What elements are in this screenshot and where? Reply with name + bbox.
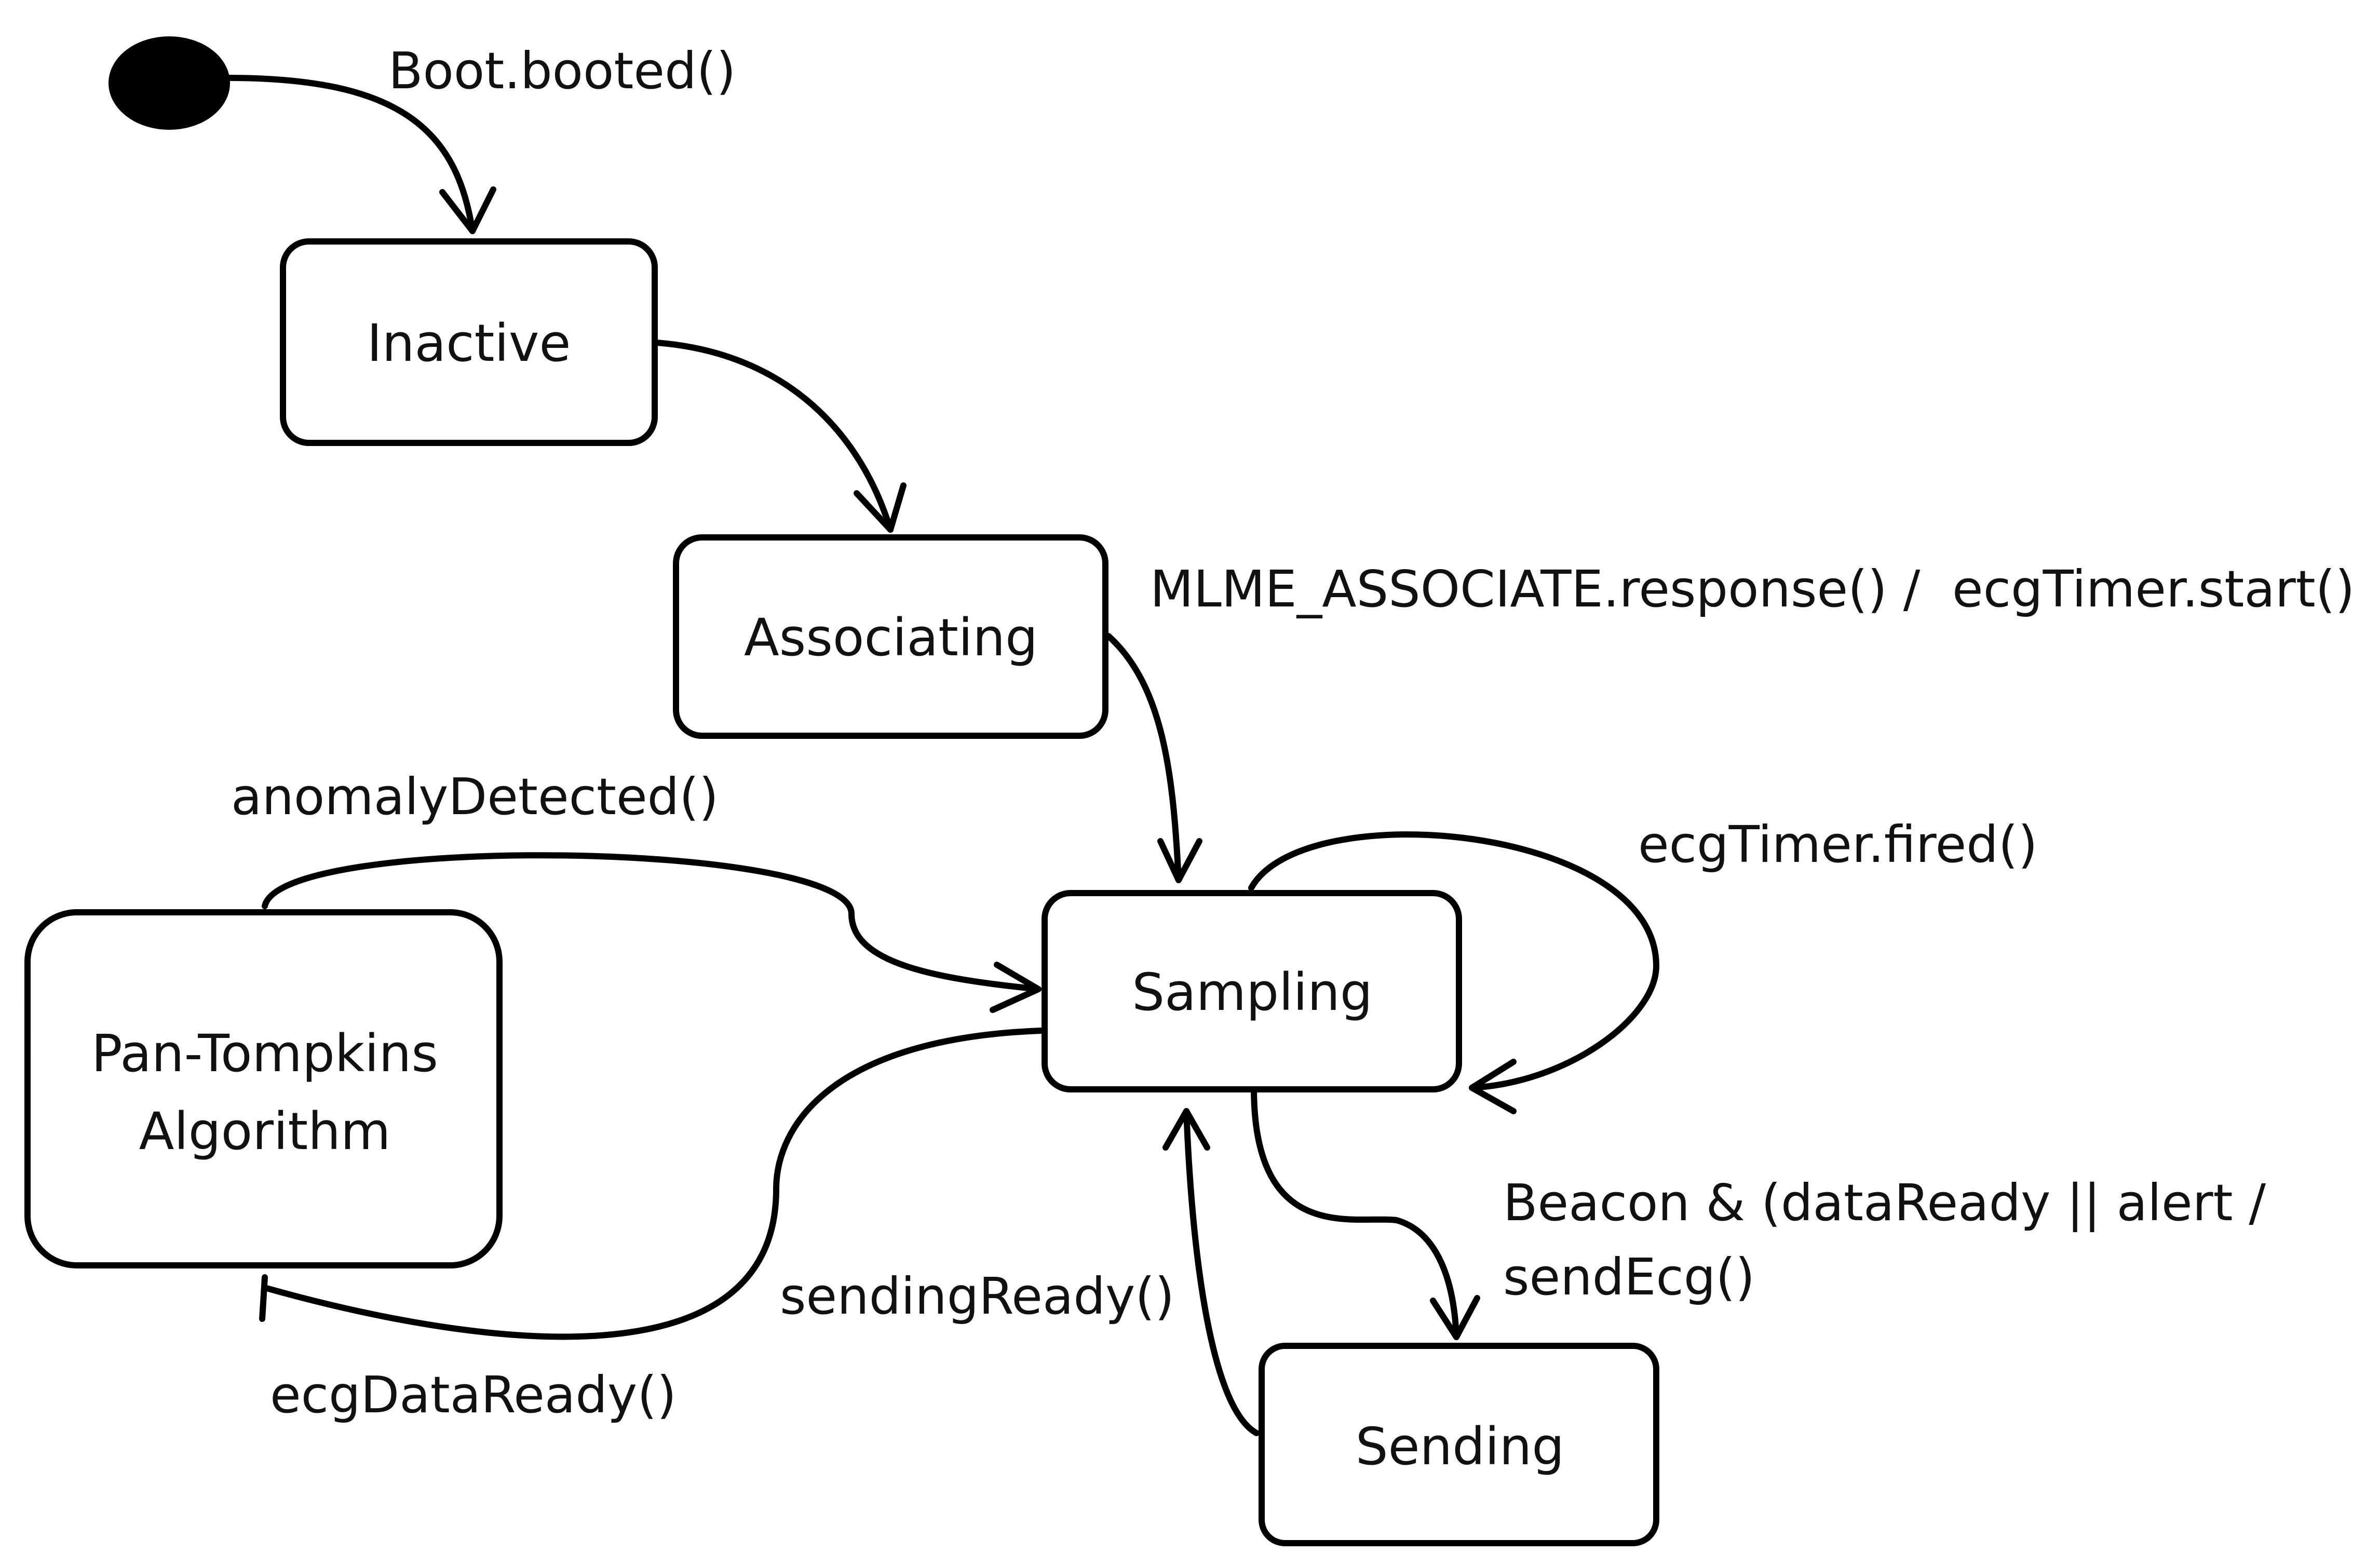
label-beacon-line-2: sendEcg() <box>1503 1248 1755 1306</box>
transition-sending-ready <box>1162 1108 1260 1436</box>
transition-ecg-data-ready <box>259 1028 1044 1340</box>
transition-mlme-response <box>1105 633 1202 883</box>
label-boot-booted: Boot.booted() <box>388 42 736 100</box>
state-inactive: Inactive <box>280 238 658 446</box>
label-ecg-timer-fired: ecgTimer.fired() <box>1638 815 2038 874</box>
state-label-pan-tompkins-line-2: Algorithm <box>139 1102 391 1162</box>
state-label-associating: Associating <box>744 608 1038 668</box>
label-anomaly-detected: anomalyDetected() <box>231 767 719 826</box>
label-mlme-associate-response: MLME_ASSOCIATE.response() / ecgTimer.sta… <box>1150 560 2355 618</box>
state-pan-tompkins: Pan-Tompkins Algorithm <box>24 909 503 1268</box>
state-label-sending: Sending <box>1356 1417 1564 1477</box>
state-label-inactive: Inactive <box>367 314 571 373</box>
transition-associate <box>654 340 907 533</box>
state-sampling: Sampling <box>1042 890 1462 1092</box>
transition-ecg-timer-fired <box>1248 831 1659 1114</box>
initial-state <box>109 36 230 130</box>
label-ecg-data-ready: ecgDataReady() <box>270 1366 677 1424</box>
label-sending-ready: sendingReady() <box>780 1267 1174 1326</box>
state-label-sampling: Sampling <box>1132 963 1372 1022</box>
state-sending: Sending <box>1259 1343 1659 1546</box>
transition-anomaly-detected <box>262 852 1042 1013</box>
state-label-pan-tompkins-line-1: Pan-Tompkins <box>91 1024 438 1084</box>
transition-beacon <box>1251 1085 1480 1340</box>
state-associating: Associating <box>673 534 1108 739</box>
transition-boot <box>225 75 496 234</box>
label-beacon-line-1: Beacon & (dataReady || alert / <box>1503 1173 2266 1233</box>
